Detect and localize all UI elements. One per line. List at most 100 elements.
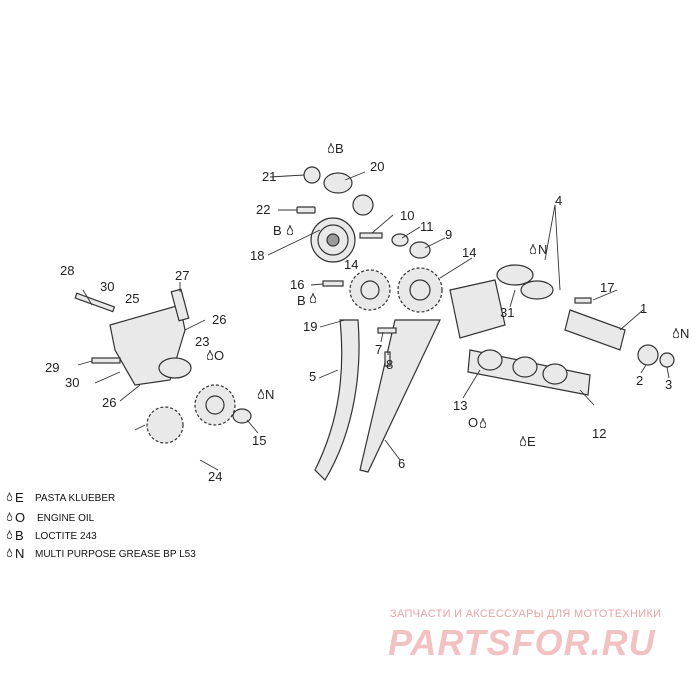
drop-icon — [310, 293, 316, 303]
callout-4: 4 — [555, 193, 562, 208]
callout-25: 25 — [125, 291, 139, 306]
lubricant-mark-n-3: N — [680, 326, 689, 341]
part-pin-7 — [377, 327, 397, 334]
drawing-layer — [74, 166, 675, 481]
drop-icon — [7, 492, 12, 501]
drop-icon — [530, 244, 536, 254]
callout-20: 20 — [370, 159, 384, 174]
callout-21: 21 — [262, 169, 276, 184]
callout-26b: 26 — [102, 395, 116, 410]
callout-14a: 14 — [344, 257, 358, 272]
callout-14b: 14 — [462, 245, 476, 260]
part-sprocket-14b — [397, 267, 443, 313]
callout-30b: 30 — [65, 375, 79, 390]
drop-icon — [673, 328, 679, 338]
watermark: ЗАПЧАСТИ И АКСЕССУАРЫ ДЛЯ МОТОТЕХНИКИ PA… — [388, 608, 661, 663]
legend-text: ENGINE OIL — [37, 513, 95, 524]
callout-26a: 26 — [212, 312, 226, 327]
callout-8: 8 — [386, 357, 393, 372]
lubricant-mark-o-13: O — [468, 415, 478, 430]
part-chain-guide-5 — [314, 319, 360, 481]
callout-9: 9 — [445, 227, 452, 242]
watermark-tagline: ЗАПЧАСТИ И АКСЕССУАРЫ ДЛЯ МОТОТЕХНИКИ — [390, 608, 661, 620]
part-bolt-28 — [74, 292, 116, 313]
lubricant-mark-n-4: N — [538, 242, 547, 257]
part-shaft-1 — [564, 309, 626, 351]
callout-12: 12 — [592, 426, 606, 441]
part-ring-3 — [659, 352, 675, 368]
part-bolt-16 — [322, 280, 344, 287]
part-pin-10 — [359, 232, 383, 239]
legend-text: MULTI PURPOSE GREASE BP L53 — [35, 549, 196, 560]
callout-5: 5 — [309, 369, 316, 384]
callout-10: 10 — [400, 208, 414, 223]
lubricant-mark-b-22: B — [273, 223, 282, 238]
callout-31: 31 — [500, 305, 514, 320]
callout-1: 1 — [640, 301, 647, 316]
callout-3: 3 — [665, 377, 672, 392]
callouts: 1 2 3 4 5 6 7 8 9 10 11 12 13 14 14 15 1… — [45, 159, 672, 484]
part-washer-15 — [232, 408, 252, 424]
drop-icon — [520, 436, 526, 446]
drop-icon — [258, 389, 264, 399]
part-bearing-2 — [637, 344, 659, 366]
callout-22: 22 — [256, 202, 270, 217]
part-cam-lobe-13a — [477, 349, 503, 371]
legend-row-n: N MULTI PURPOSE GREASE BP L53 — [7, 546, 196, 561]
part-nut-21 — [303, 166, 321, 184]
lubricant-marks: B B B N N N O O E — [207, 141, 689, 449]
callout-29: 29 — [45, 360, 59, 375]
lubricant-mark-b-top: B — [335, 141, 344, 156]
part-key-17 — [574, 297, 592, 304]
lubricant-mark-b-16: B — [297, 293, 306, 308]
part-bearing-23 — [158, 357, 192, 379]
legend: E PASTA KLUEBER O ENGINE OIL B LOCTITE 2… — [7, 490, 196, 561]
legend-key: O — [15, 510, 25, 525]
drop-icon — [7, 548, 12, 557]
callout-28: 28 — [60, 263, 74, 278]
callout-19: 19 — [303, 319, 317, 334]
part-gear-20 — [323, 172, 353, 194]
drop-icon — [328, 143, 334, 153]
part-bolt-29 — [91, 357, 121, 364]
drop-icon — [207, 350, 213, 360]
callout-6: 6 — [398, 456, 405, 471]
part-gear-18 — [310, 217, 356, 263]
legend-key: N — [15, 546, 24, 561]
part-pin-27 — [170, 288, 190, 322]
part-sprocket-14a — [349, 269, 391, 311]
legend-row-e: E PASTA KLUEBER — [7, 490, 115, 505]
legend-text: PASTA KLUEBER — [35, 493, 115, 504]
callout-13: 13 — [453, 398, 467, 413]
callout-30a: 30 — [100, 279, 114, 294]
callout-7: 7 — [375, 342, 382, 357]
legend-row-o: O ENGINE OIL — [7, 510, 95, 525]
callout-16: 16 — [290, 277, 304, 292]
lubricant-mark-n-15: N — [265, 387, 274, 402]
part-gear-small-top — [352, 194, 374, 216]
part-pin-8 — [384, 351, 391, 367]
part-ring-31b — [520, 280, 554, 300]
part-bolt-22 — [296, 206, 316, 214]
lubricant-mark-e-12: E — [527, 434, 536, 449]
part-chain-6 — [359, 319, 441, 473]
drop-icon — [480, 418, 486, 428]
callout-15: 15 — [252, 433, 266, 448]
part-spacer-9 — [409, 241, 431, 259]
part-cam-lobe-13c — [542, 363, 568, 385]
part-gear-set-24 — [146, 384, 236, 444]
legend-text: LOCTITE 243 — [35, 531, 97, 542]
part-ring-31a — [496, 264, 534, 286]
legend-row-b: B LOCTITE 243 — [7, 528, 97, 543]
part-cam-lobe-13b — [512, 356, 538, 378]
drop-icon — [7, 512, 12, 521]
callout-2: 2 — [636, 373, 643, 388]
drop-icon — [7, 530, 12, 539]
callout-27: 27 — [175, 268, 189, 283]
drop-icon — [287, 225, 293, 235]
leader-lines — [77, 171, 670, 471]
legend-key: B — [15, 528, 24, 543]
watermark-brand: PARTSFOR.RU — [388, 622, 656, 663]
legend-key: E — [15, 490, 24, 505]
